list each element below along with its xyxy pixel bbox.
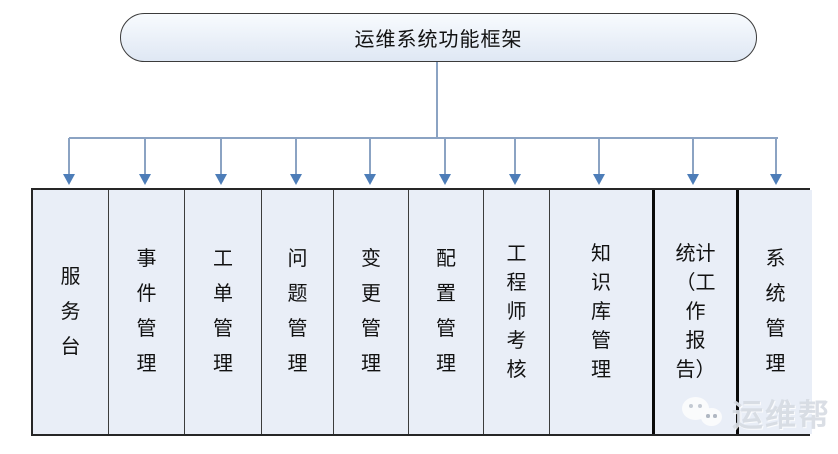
- box-label: 系 统 管 理: [765, 248, 786, 375]
- box-label: 知 识 库 管 理: [591, 242, 611, 381]
- box-label: 事 件 管 理: [136, 248, 157, 375]
- watermark-text: 运维帮: [732, 397, 831, 433]
- box-work-order-mgmt: 工 单 管 理: [185, 190, 262, 434]
- arrowhead-icon: [687, 174, 699, 185]
- connector-stem: [436, 62, 438, 138]
- box-statistics-work-report: 统计 （工 作 报 告）: [652, 190, 739, 434]
- connector-arrow: [364, 138, 376, 186]
- box-label: 统计 （工 作 报 告）: [675, 242, 716, 381]
- arrowhead-icon: [770, 174, 782, 185]
- arrowhead-icon: [364, 174, 376, 185]
- connector-arrow: [139, 138, 151, 186]
- box-service-desk: 服 务 台: [33, 190, 109, 434]
- arrowhead-icon: [593, 174, 605, 185]
- root-node-label: 运维系统功能框架: [354, 29, 523, 51]
- connector-arrow: [63, 138, 75, 186]
- watermark: 运维帮: [676, 390, 831, 434]
- arrowhead-icon: [63, 174, 75, 185]
- box-label: 问 题 管 理: [287, 248, 308, 375]
- connector-arrow: [509, 138, 521, 186]
- box-engineer-assessment: 工 程 师 考 核: [484, 190, 550, 434]
- connector-arrow: [687, 138, 699, 186]
- connector-arrow: [439, 138, 451, 186]
- connector-arrow: [290, 138, 302, 186]
- arrowhead-icon: [290, 174, 302, 185]
- root-node: 运维系统功能框架: [120, 13, 757, 62]
- box-knowledge-base-mgmt: 知 识 库 管 理: [550, 190, 652, 434]
- modules-row: 服 务 台 事 件 管 理 工 单 管 理 问 题 管 理 变 更 管 理 配 …: [31, 188, 812, 436]
- box-config-mgmt: 配 置 管 理: [409, 190, 484, 434]
- box-label: 工 程 师 考 核: [506, 242, 527, 381]
- box-label: 配 置 管 理: [436, 248, 456, 375]
- box-incident-mgmt: 事 件 管 理: [109, 190, 185, 434]
- arrowhead-icon: [439, 174, 451, 185]
- arrowhead-icon: [215, 174, 227, 185]
- box-label: 服 务 台: [60, 265, 81, 358]
- connector-rail: [69, 137, 778, 139]
- box-system-mgmt: 系 统 管 理: [739, 190, 812, 434]
- connector-arrow: [215, 138, 227, 186]
- box-label: 变 更 管 理: [361, 248, 381, 375]
- connector-arrow: [593, 138, 605, 186]
- box-change-mgmt: 变 更 管 理: [334, 190, 409, 434]
- wechat-icon: [676, 391, 726, 433]
- box-label: 工 单 管 理: [213, 248, 233, 375]
- connector-arrow: [770, 138, 782, 186]
- arrowhead-icon: [139, 174, 151, 185]
- arrowhead-icon: [509, 174, 521, 185]
- box-problem-mgmt: 问 题 管 理: [262, 190, 334, 434]
